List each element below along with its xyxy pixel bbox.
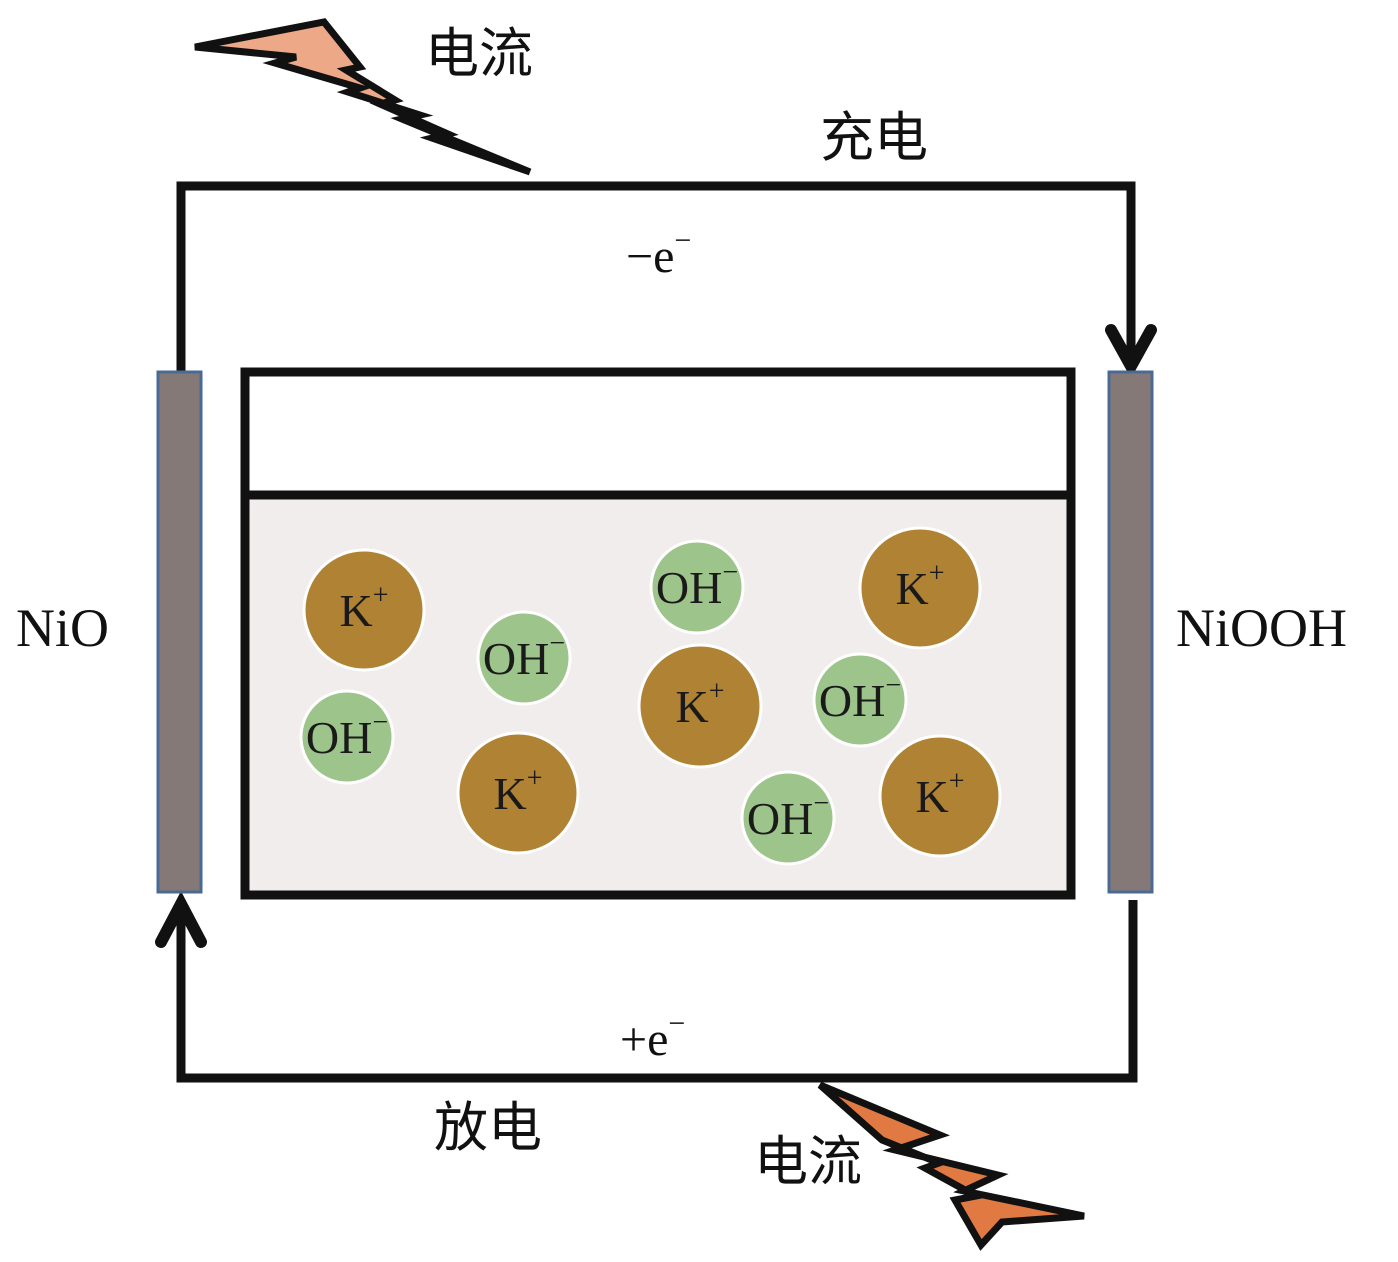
electron-gain-charge: − — [668, 1007, 685, 1040]
electrode-right — [1107, 370, 1154, 894]
electron-loss-label: −e− — [626, 224, 691, 283]
electron-gain-label: +e− — [620, 1007, 685, 1066]
ion-charge: − — [813, 788, 829, 819]
electron-gain-symbol: +e — [620, 1013, 668, 1066]
ion-species: OH — [483, 633, 549, 684]
ion-circle — [302, 548, 426, 672]
discharge-wire — [176, 900, 1138, 1083]
ion-label: OH− — [306, 707, 388, 763]
ion-charge: + — [929, 558, 945, 589]
ion-label: K+ — [339, 580, 388, 636]
arrow-down-icon — [1105, 324, 1157, 379]
ion-circle — [456, 731, 580, 855]
charge-label: 充电 — [820, 106, 928, 169]
electrode-left — [156, 370, 203, 894]
ion-circle — [649, 539, 745, 635]
ion-charge: − — [722, 557, 738, 588]
ion-charge: − — [885, 670, 901, 701]
potassium-ion: K+ — [302, 548, 426, 672]
potassium-ion: K+ — [878, 734, 1002, 858]
ion-circle — [476, 610, 572, 706]
ion-species: OH — [656, 562, 722, 613]
ion-species: K — [675, 681, 708, 732]
hydroxide-ion: OH− — [812, 652, 908, 748]
ion-charge: + — [373, 580, 389, 611]
hydroxide-ion: OH− — [740, 770, 836, 866]
ion-circle — [637, 643, 763, 769]
ion-label: K+ — [895, 558, 944, 614]
left-electrode-label: NiO — [16, 598, 109, 658]
ion-species: K — [493, 768, 526, 819]
potassium-ion: K+ — [456, 731, 580, 855]
ion-species: K — [339, 585, 372, 636]
ion-species: K — [915, 771, 948, 822]
cell-top-compartment — [240, 367, 1076, 500]
ion-charge: + — [527, 763, 543, 794]
ion-species: OH — [306, 712, 372, 763]
ion-species: K — [895, 563, 928, 614]
ion-charge: − — [549, 628, 565, 659]
hydroxide-ion: OH− — [649, 539, 745, 635]
hydroxide-ion: OH− — [299, 689, 395, 785]
ions-group: K+OH−OH−K+OH−K+OH−K+OH−K+ — [299, 526, 1002, 866]
ion-label: K+ — [915, 766, 964, 822]
ion-charge: − — [372, 707, 388, 738]
arrow-up-icon — [155, 891, 207, 948]
current-label-bottom: 电流 — [754, 1130, 862, 1193]
ion-label: OH− — [747, 788, 829, 844]
ion-circle — [299, 689, 395, 785]
ion-circle — [858, 526, 982, 650]
ion-species: OH — [819, 675, 885, 726]
ion-circle — [878, 734, 1002, 858]
ion-species: OH — [747, 793, 813, 844]
lightning-bolt-top-icon — [194, 18, 532, 176]
ion-charge: + — [949, 766, 965, 797]
ion-circle — [812, 652, 908, 748]
ion-label: K+ — [675, 676, 724, 732]
potassium-ion: K+ — [858, 526, 982, 650]
ion-circle — [740, 770, 836, 866]
electron-loss-symbol: −e — [626, 230, 674, 283]
ion-label: OH− — [656, 557, 738, 613]
electron-loss-charge: − — [674, 224, 691, 257]
ion-label: OH− — [483, 628, 565, 684]
hydroxide-ion: OH− — [476, 610, 572, 706]
discharge-label: 放电 — [434, 1096, 542, 1159]
lightning-bolt-bottom-icon — [817, 1081, 1085, 1251]
ion-charge: + — [709, 676, 725, 707]
current-label-top: 电流 — [425, 22, 533, 85]
charge-wire — [176, 181, 1136, 372]
potassium-ion: K+ — [637, 643, 763, 769]
right-electrode-label: NiOOH — [1176, 598, 1347, 658]
ion-label: K+ — [493, 763, 542, 819]
ion-label: OH− — [819, 670, 901, 726]
